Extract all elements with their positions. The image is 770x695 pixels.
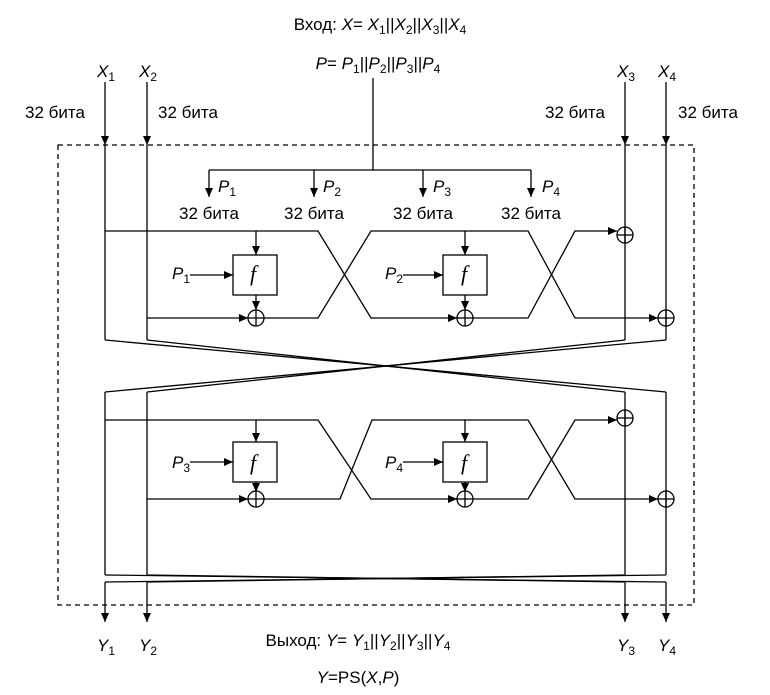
subkey-p1-label: P1 [218,177,237,199]
round2-right-key: P4 [385,453,404,475]
output-y4-label: Y4 [657,636,677,658]
mid-cross-d [104,339,667,393]
round1-f-left-text: f [250,261,257,286]
round2-left-feed [105,419,260,442]
dashed-boundary [57,144,695,606]
round2-cross-a [264,419,469,500]
input-x4-label: X4 [657,62,677,84]
round1-left-feed [105,230,260,255]
x1-bits-label: 32 бита [25,103,85,122]
round2-f-right-text: f [461,450,468,475]
round1-f-right-text: f [461,261,468,286]
subkey-p3-label: P3 [433,177,452,199]
x2-bits-label: 32 бита [158,103,218,122]
input-x3-label: X3 [616,62,636,84]
output-formula: Y=PS(X,P) [316,668,400,687]
input-x2-label: X2 [138,62,158,84]
output-header: Выход: Y= Y1||Y2||Y3||Y4 [265,631,451,653]
subkey-p2-label: P2 [323,177,342,199]
round1-cross-d [465,230,658,322]
round1-left-key: P1 [172,264,191,286]
round2-left-key: P3 [172,453,191,475]
subkey-header: P= P1||P2||P3||P4 [315,54,441,76]
bottom-cross-d [104,574,667,583]
x4-bits-label: 32 бита [678,103,738,122]
round1-right-key: P2 [385,264,404,286]
output-y1-label: Y1 [96,636,116,658]
output-y3-label: Y3 [616,636,636,658]
round1-cross-a [264,230,469,319]
input-header: Вход: X= X1||X2||X3||X4 [293,15,467,37]
subkey-p2-bits: 32 бита [284,204,344,223]
input-x1-label: X1 [96,62,116,84]
round2-f-left-text: f [250,450,257,475]
subkey-p4-bits: 32 бита [501,204,561,223]
x3-bits-label: 32 бита [545,103,605,122]
subkey-p1-bits: 32 бита [179,204,239,223]
subkey-p4-label: P4 [542,177,561,199]
round2-cross-d [465,419,658,503]
round2-cross-b [256,419,457,503]
round2-cross-c [473,416,617,500]
output-y2-label: Y2 [138,636,158,658]
round1-cross-c [473,227,617,319]
round1-cross-b [256,230,457,322]
subkey-p3-bits: 32 бита [393,204,453,223]
